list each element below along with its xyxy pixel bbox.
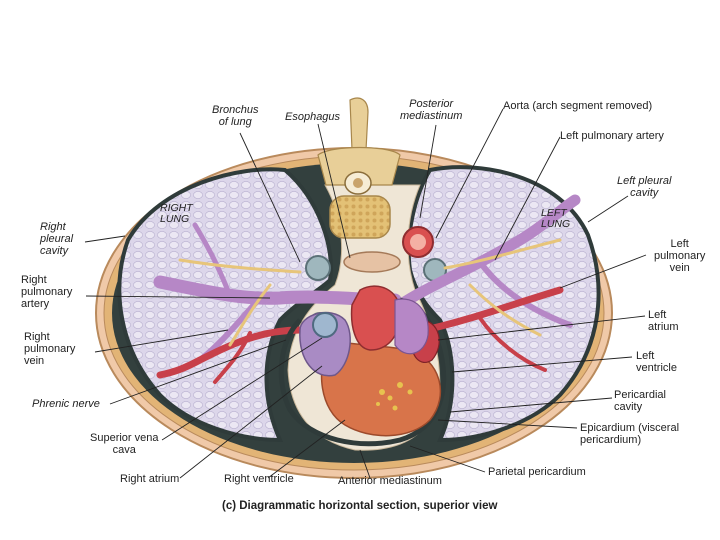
label-anterior-mediastinum: Anterior mediastinum [338,475,442,487]
pulmonary-trunk [394,298,429,355]
label-left-pulmonary-artery: Left pulmonary artery [560,130,664,142]
label-aorta: Aorta (arch segment removed) [503,100,653,112]
label-right-atrium: Right atrium [120,473,180,485]
label-parietal-pericardium: Parietal pericardium [488,466,586,478]
spinous-process [349,97,369,151]
label-left-atrium: Left atrium [648,309,679,333]
superior-vena-cava [312,312,338,338]
label-pericardial-cavity: Pericardial cavity [614,389,666,413]
label-right-ventricle: Right ventricle [224,473,294,485]
coronary-fat [376,382,413,411]
label-phrenic-nerve: Phrenic nerve [32,398,100,410]
label-esophagus: Esophagus [285,111,341,123]
label-superior-vena-cava: Superior vena cava [90,432,159,456]
esophagus [343,251,401,273]
pulmonary-veins [156,286,564,384]
label-right-pulmonary-vein: Right pulmonary vein [24,331,76,367]
label-left-pleural-cavity: Left pleural cavity [617,175,672,199]
label-epicardium: Epicardium (visceral pericardium) [580,422,680,446]
label-bronchus: Bronchus of lung [212,104,259,128]
label-left-lung: LEFT LUNG [541,207,571,230]
vertebral-arch [317,146,401,186]
label-right-pulmonary-artery: Right pulmonary artery [21,274,73,310]
vertebral-body [329,195,391,239]
figure-caption: (c) Diagrammatic horizontal section, sup… [222,500,498,512]
label-posterior-mediastinum: Posterior mediastinum [400,98,463,122]
label-left-pulmonary-vein: Left pulmonary vein [654,238,706,274]
ascending-aorta [350,285,401,351]
leader-lines [84,108,647,479]
ventricles [320,339,442,437]
label-right-pleural-cavity: Right pleural cavity [40,221,74,257]
bronchial-branches [178,238,562,347]
label-right-lung: RIGHT LUNG [160,202,193,225]
label-left-ventricle: Left ventricle [636,350,677,374]
